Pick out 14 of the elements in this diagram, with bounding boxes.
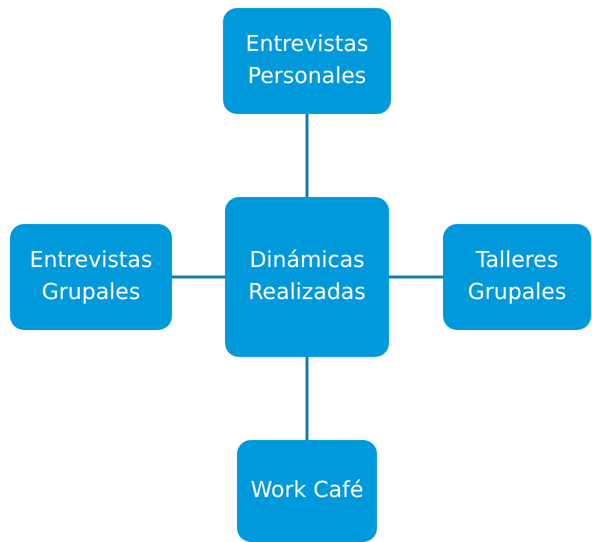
connector-line bbox=[389, 276, 443, 278]
process-box bbox=[225, 197, 389, 357]
process-box bbox=[10, 224, 172, 330]
box-label: Entrevistas Grupales bbox=[28, 247, 154, 307]
box-label: Dinámicas Realizadas bbox=[247, 247, 367, 307]
connector-line bbox=[172, 276, 225, 278]
box-label: Talleres Grupales bbox=[466, 247, 568, 307]
connector-line bbox=[306, 114, 308, 197]
box-label: Entrevistas Personales bbox=[244, 31, 370, 91]
process-box bbox=[223, 8, 391, 114]
process-box bbox=[443, 224, 591, 330]
connector-line bbox=[306, 357, 308, 440]
process-box bbox=[237, 440, 377, 542]
box-label: Work Café bbox=[250, 477, 364, 505]
